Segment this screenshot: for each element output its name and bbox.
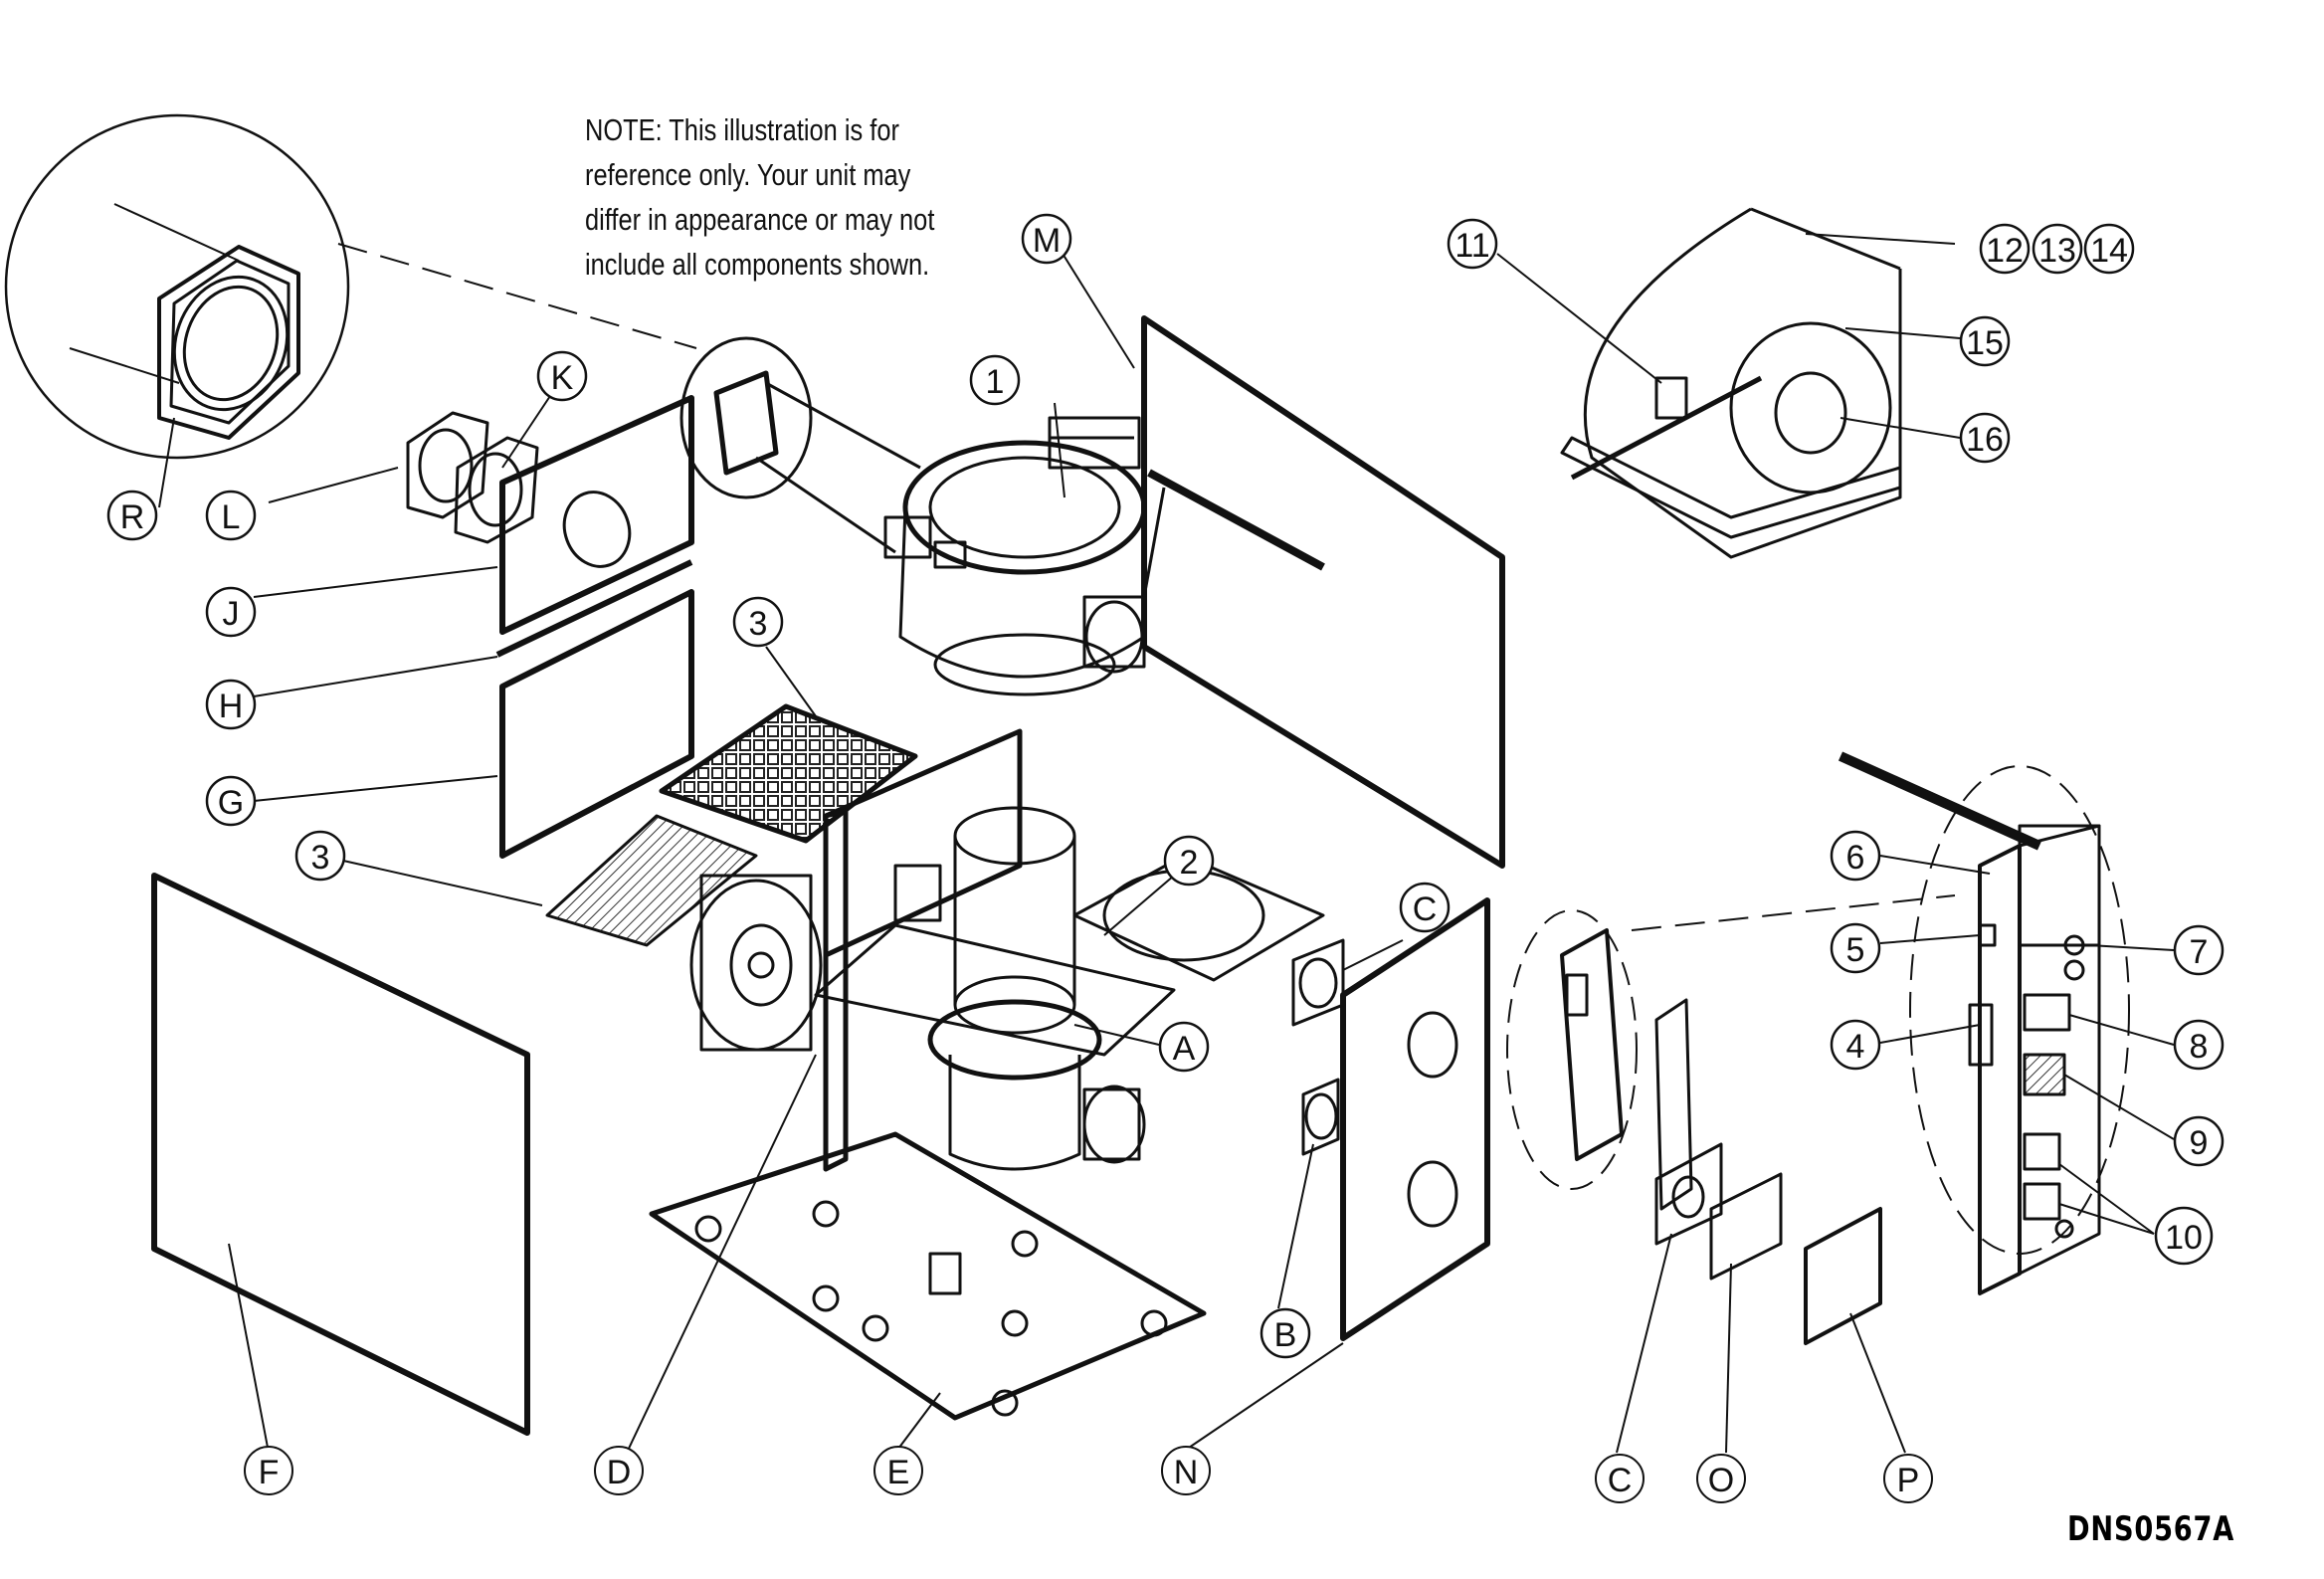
panel-n	[1291, 897, 1490, 1341]
svg-text:J: J	[223, 595, 240, 633]
callout-2: 2	[1163, 835, 1215, 887]
callout-1: 1	[969, 354, 1021, 406]
svg-text:G: G	[218, 784, 244, 822]
control-parts	[1506, 894, 1956, 1345]
svg-text:K: K	[551, 359, 574, 397]
svg-text:10: 10	[2165, 1219, 2203, 1257]
svg-text:H: H	[219, 688, 244, 725]
main-blower	[689, 874, 823, 1052]
panel-m	[1082, 315, 1505, 869]
svg-text:P: P	[1897, 1462, 1920, 1499]
svg-text:C: C	[1608, 1462, 1633, 1499]
callout-c1: C	[1399, 882, 1451, 933]
note-line-3: differ in appearance or may not	[585, 202, 935, 237]
svg-text:3: 3	[311, 839, 330, 877]
inducer-assembly	[883, 416, 1147, 696]
callout-4: 4	[1830, 1019, 1881, 1071]
callout-d: D	[594, 1446, 644, 1495]
svg-text:D: D	[607, 1454, 632, 1491]
svg-text:F: F	[259, 1454, 280, 1491]
motor-cylinder	[814, 806, 1176, 1171]
svg-text:O: O	[1708, 1462, 1734, 1499]
note-line-2: reference only. Your unit may	[585, 157, 911, 192]
callout-j: J	[205, 586, 257, 638]
svg-text:15: 15	[1966, 324, 2004, 362]
callout-n: N	[1161, 1446, 1211, 1495]
svg-text:6: 6	[1846, 839, 1865, 877]
svg-text:L: L	[222, 498, 241, 536]
callout-h: H	[205, 679, 257, 730]
callout-5: 5	[1830, 922, 1881, 974]
panel-g	[499, 589, 694, 859]
divider-d	[823, 728, 1023, 1172]
callout-g: G	[205, 775, 257, 827]
svg-text:16: 16	[1966, 421, 2004, 459]
heat-exchanger	[545, 703, 918, 947]
callout-p: P	[1883, 1454, 1933, 1503]
collar-plates	[406, 411, 539, 544]
svg-text:8: 8	[2190, 1028, 2209, 1066]
panel-j	[495, 395, 694, 658]
callout-15: 15	[1959, 315, 2011, 367]
detail-circle-r	[4, 113, 697, 460]
callout-10: 10	[2154, 1206, 2214, 1266]
base-pan-e	[649, 1131, 1207, 1421]
callout-9: 9	[2173, 1115, 2225, 1167]
svg-text:4: 4	[1846, 1028, 1865, 1066]
note-line-1: NOTE: This illustration is for	[585, 112, 899, 147]
svg-text:12: 12	[1986, 232, 2024, 270]
callout-12: 12	[1979, 223, 2031, 275]
svg-text:B: B	[1274, 1316, 1297, 1354]
svg-text:14: 14	[2090, 232, 2128, 270]
leader-lines	[158, 233, 2175, 1454]
callout-f: F	[244, 1446, 293, 1495]
svg-text:5: 5	[1846, 931, 1865, 969]
callout-3a: 3	[294, 830, 346, 882]
blower-assembly	[1560, 207, 1902, 559]
callout-o: O	[1696, 1454, 1746, 1503]
callout-l: L	[205, 490, 257, 541]
vent-pipe	[679, 336, 921, 554]
svg-text:N: N	[1174, 1454, 1199, 1491]
callout-11: 11	[1447, 218, 1498, 270]
callout-a: A	[1158, 1021, 1210, 1073]
drawing-code: DNS0567A	[2066, 1509, 2234, 1549]
callouts: R L K J H G 3 3 1 M 2 A C B F D E N C O …	[106, 213, 2225, 1503]
callout-b: B	[1259, 1307, 1311, 1359]
svg-text:E: E	[887, 1454, 910, 1491]
callout-13: 13	[2032, 223, 2083, 275]
svg-text:R: R	[120, 498, 145, 536]
callout-16: 16	[1959, 412, 2011, 464]
callout-3b: 3	[732, 596, 784, 648]
svg-text:A: A	[1173, 1030, 1196, 1068]
panel-f	[151, 873, 530, 1436]
svg-text:9: 9	[2190, 1124, 2209, 1162]
callout-k: K	[536, 350, 588, 402]
svg-text:1: 1	[986, 363, 1005, 401]
svg-text:M: M	[1033, 222, 1061, 260]
reference-note: NOTE: This illustration is for reference…	[585, 107, 935, 287]
svg-text:7: 7	[2190, 933, 2209, 971]
callout-c2: C	[1595, 1454, 1645, 1503]
callout-8: 8	[2173, 1019, 2225, 1071]
callout-r: R	[106, 490, 158, 541]
callout-7: 7	[2173, 924, 2225, 976]
callout-e: E	[873, 1446, 923, 1495]
svg-text:3: 3	[749, 605, 768, 643]
svg-text:2: 2	[1180, 844, 1199, 882]
svg-text:13: 13	[2038, 232, 2076, 270]
callout-6: 6	[1830, 830, 1881, 882]
callout-m: M	[1021, 213, 1072, 265]
svg-text:C: C	[1413, 890, 1438, 928]
note-line-4: include all components shown.	[585, 247, 930, 282]
callout-14: 14	[2083, 223, 2135, 275]
svg-text:11: 11	[1454, 227, 1489, 265]
control-detail	[1838, 751, 2130, 1295]
